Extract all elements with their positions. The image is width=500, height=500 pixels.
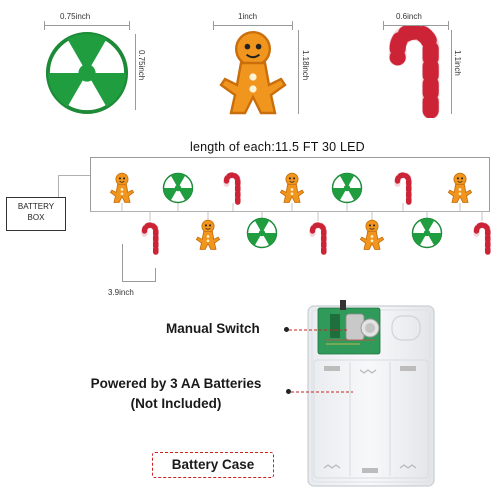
peppermint-width-label: 0.75inch (60, 12, 91, 21)
candycane-height-label: 1.1inch (453, 50, 462, 76)
powered-line2: (Not Included) (130, 396, 222, 411)
candy-cane-icon (383, 26, 449, 118)
gingerbread-width-line (213, 25, 293, 26)
battery-wire (58, 175, 90, 176)
powered-line1: Powered by 3 AA Batteries (90, 376, 262, 391)
battery-case-image (307, 300, 435, 487)
battery-box-line2: BOX (27, 213, 45, 222)
gingerbread-dimension: 1inch 1.18inch (205, 6, 315, 116)
gingerbread-height-label: 1.18inch (301, 50, 310, 81)
gingerbread-width-label: 1inch (238, 12, 258, 21)
powered-dot (286, 389, 291, 394)
battery-box-line1: BATTERY (17, 202, 55, 211)
strand-wire (90, 211, 490, 212)
spacing-label: 3.9inch (108, 288, 134, 297)
manual-switch-label: Manual Switch (166, 321, 260, 336)
manual-switch-leader (289, 329, 347, 331)
battery-case-label: Battery Case (152, 452, 274, 478)
length-bracket (90, 157, 490, 158)
manual-switch-dot (284, 327, 289, 332)
bottom-row-lights (145, 217, 488, 253)
gingerbread-man-icon (219, 30, 287, 116)
candycane-width-label: 0.6inch (396, 12, 422, 21)
candycane-dimension: 0.6inch 1.1inch (375, 6, 485, 116)
light-strand-svg (109, 155, 500, 265)
battery-box: BATTERY BOX (6, 197, 66, 231)
candycane-width-line (383, 25, 449, 26)
strand-length-label: length of each:11.5 FT 30 LED (190, 140, 365, 154)
peppermint-dimension: 0.75inch 0.75inch (40, 6, 150, 116)
peppermint-candy-icon (45, 31, 129, 115)
top-row-lights (109, 173, 473, 202)
powered-leader (291, 391, 353, 393)
powered-by-label: Powered by 3 AA Batteries (Not Included) (76, 374, 276, 414)
spacing-bracket (122, 244, 123, 282)
peppermint-width-line (44, 25, 130, 26)
peppermint-height-label: 0.75inch (137, 50, 146, 81)
